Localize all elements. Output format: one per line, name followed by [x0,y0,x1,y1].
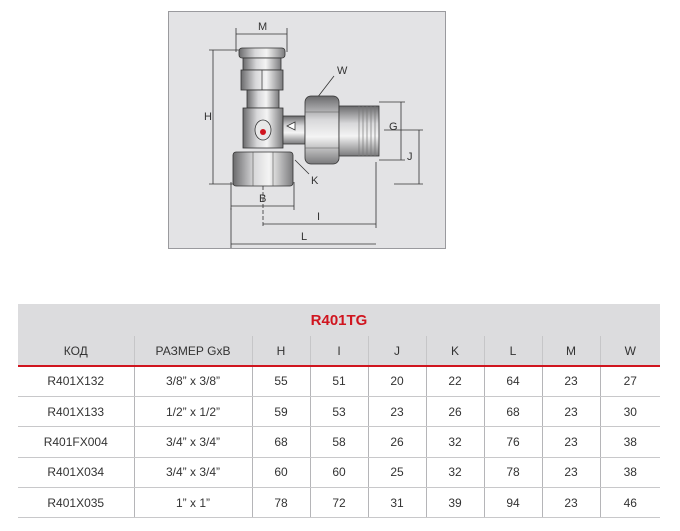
dim-label-i: I [317,211,320,223]
cell-w: 38 [600,457,661,489]
cell-size: 3/4” x 3/4” [134,457,253,489]
cell-w: 38 [600,426,661,458]
cell-m: 23 [542,396,601,428]
valve-diagram: M W H G J K B I L [204,21,423,248]
spec-table: R401TG КОД РАЗМЕР GxB H I J K L M W R401… [18,304,661,519]
column-header-m: M [542,336,601,367]
cell-l: 64 [484,366,543,397]
cell-w: 27 [600,366,661,397]
cell-size: 1” x 1” [134,487,253,519]
cell-i: 72 [310,487,369,519]
cell-w: 46 [600,487,661,519]
table-row: R401FX004 3/4” x 3/4” 68 58 26 32 76 23 … [18,426,661,458]
cell-size: 3/4” x 3/4” [134,426,253,458]
cell-l: 68 [484,396,543,428]
table-header-row: КОД РАЗМЕР GxB H I J K L M W [18,336,661,367]
dim-label-h: H [204,111,212,123]
cell-k: 22 [426,366,485,397]
cell-j: 23 [368,396,427,428]
cell-h: 68 [252,426,311,458]
column-header-h: H [252,336,311,367]
column-header-l: L [484,336,543,367]
cell-k: 32 [426,457,485,489]
column-header-size: РАЗМЕР GxB [134,336,253,367]
cell-j: 20 [368,366,427,397]
cell-code: R401X035 [18,487,135,519]
cell-m: 23 [542,366,601,397]
cell-code: R401X034 [18,457,135,489]
cell-j: 25 [368,457,427,489]
cell-l: 78 [484,457,543,489]
cell-w: 30 [600,396,661,428]
cell-m: 23 [542,487,601,519]
dim-label-k: K [311,175,319,187]
cell-i: 60 [310,457,369,489]
column-header-w: W [600,336,661,367]
cell-h: 60 [252,457,311,489]
cell-h: 78 [252,487,311,519]
dim-label-m: M [258,21,267,33]
cell-k: 39 [426,487,485,519]
dim-label-b: B [259,193,266,205]
cell-k: 26 [426,396,485,428]
dim-label-l: L [301,231,307,243]
dimension-lines [209,28,423,248]
column-header-code: КОД [18,336,135,367]
cell-l: 76 [484,426,543,458]
cell-size: 3/8” x 3/8” [134,366,253,397]
valve-drawing: M W H G J K B I L [168,11,446,249]
cell-code: R401X132 [18,366,135,397]
dim-label-j: J [407,151,413,163]
table-row: R401X034 3/4” x 3/4” 60 60 25 32 78 23 3… [18,457,661,489]
column-header-k: K [426,336,485,367]
cell-h: 59 [252,396,311,428]
cell-code: R401X133 [18,396,135,428]
table-row: R401X035 1” x 1” 78 72 31 39 94 23 46 [18,487,661,519]
cell-size: 1/2” x 1/2” [134,396,253,428]
cell-h: 55 [252,366,311,397]
table-row: R401X133 1/2” x 1/2” 59 53 23 26 68 23 3… [18,396,661,428]
table-title: R401TG [18,304,661,336]
cell-i: 58 [310,426,369,458]
dim-label-g: G [389,121,398,133]
cell-m: 23 [542,426,601,458]
dim-label-w: W [337,65,348,77]
table-title-row: R401TG [18,304,661,336]
cell-m: 23 [542,457,601,489]
cell-j: 26 [368,426,427,458]
table-row: R401X132 3/8” x 3/8” 55 51 20 22 64 23 2… [18,366,661,397]
column-header-j: J [368,336,427,367]
cell-k: 32 [426,426,485,458]
cell-i: 53 [310,396,369,428]
cell-i: 51 [310,366,369,397]
valve-body [232,47,380,187]
cell-l: 94 [484,487,543,519]
cell-j: 31 [368,487,427,519]
cell-code: R401FX004 [18,426,135,458]
column-header-i: I [310,336,369,367]
